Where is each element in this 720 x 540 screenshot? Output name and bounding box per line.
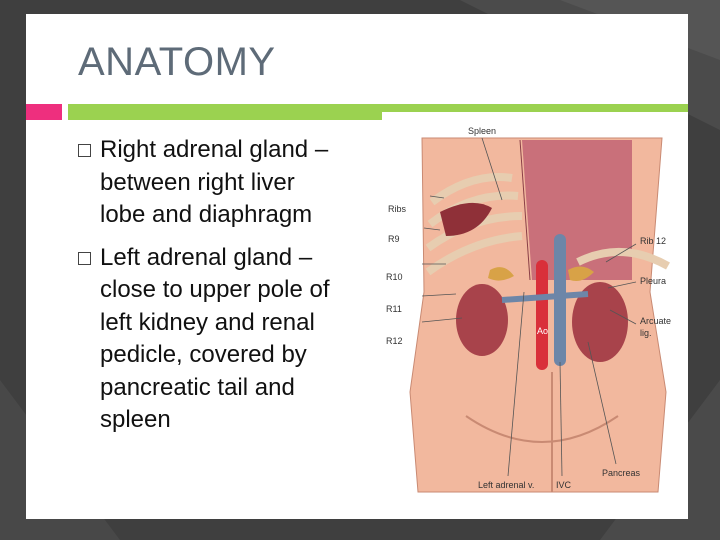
checkbox-bullet-icon: [78, 251, 91, 265]
bullet-text: Left adrenal gland – close to upper pole…: [100, 243, 330, 434]
label-lig: lig.: [640, 328, 652, 338]
label-spleen: Spleen: [468, 126, 496, 136]
label-r10: R10: [386, 272, 403, 282]
label-rib12: Rib 12: [640, 236, 666, 246]
label-pleura: Pleura: [640, 276, 666, 286]
bullet-list: Right adrenal gland – between right live…: [76, 134, 346, 437]
bullet-item: Left adrenal gland – close to upper pole…: [76, 242, 346, 437]
label-ivc: IVC: [556, 480, 572, 490]
bullet-text: Right adrenal gland – between right live…: [100, 136, 329, 228]
anatomy-figure: Spleen Ribs R9 R10 R11 R12 Rib 12 Pleura…: [382, 112, 688, 504]
label-r9: R9: [388, 234, 400, 244]
bullet-item: Right adrenal gland – between right live…: [76, 134, 346, 232]
checkbox-bullet-icon: [78, 144, 91, 157]
label-arcuate: Arcuate: [640, 316, 671, 326]
label-aorta: Ao: [537, 326, 548, 336]
label-r11: R11: [386, 304, 402, 314]
slide-title: ANATOMY: [78, 40, 276, 84]
accent-bar-pink: [26, 104, 62, 120]
label-left-adrenal-v: Left adrenal v.: [478, 480, 534, 490]
label-pancreas: Pancreas: [602, 468, 641, 478]
adrenal-anatomy-illustration: Spleen Ribs R9 R10 R11 R12 Rib 12 Pleura…: [382, 112, 688, 504]
label-ribs: Ribs: [388, 204, 407, 214]
label-r12: R12: [386, 336, 403, 346]
slide: ANATOMY Right adrenal gland – between ri…: [26, 14, 688, 519]
